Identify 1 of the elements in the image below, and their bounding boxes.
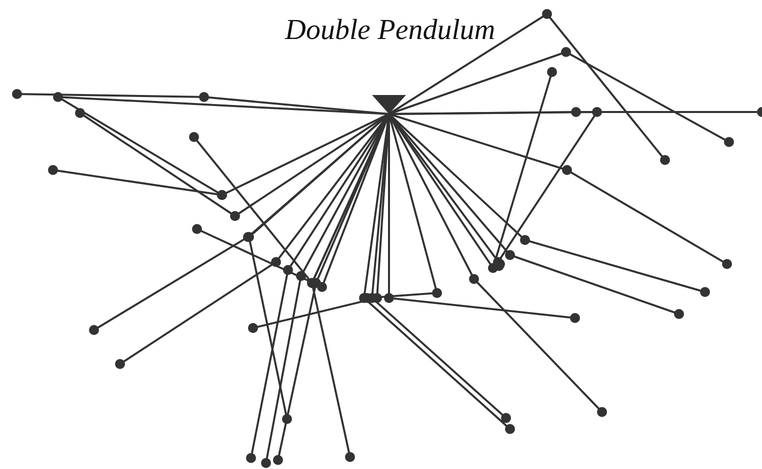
diagram-title: Double Pendulum	[285, 14, 496, 47]
